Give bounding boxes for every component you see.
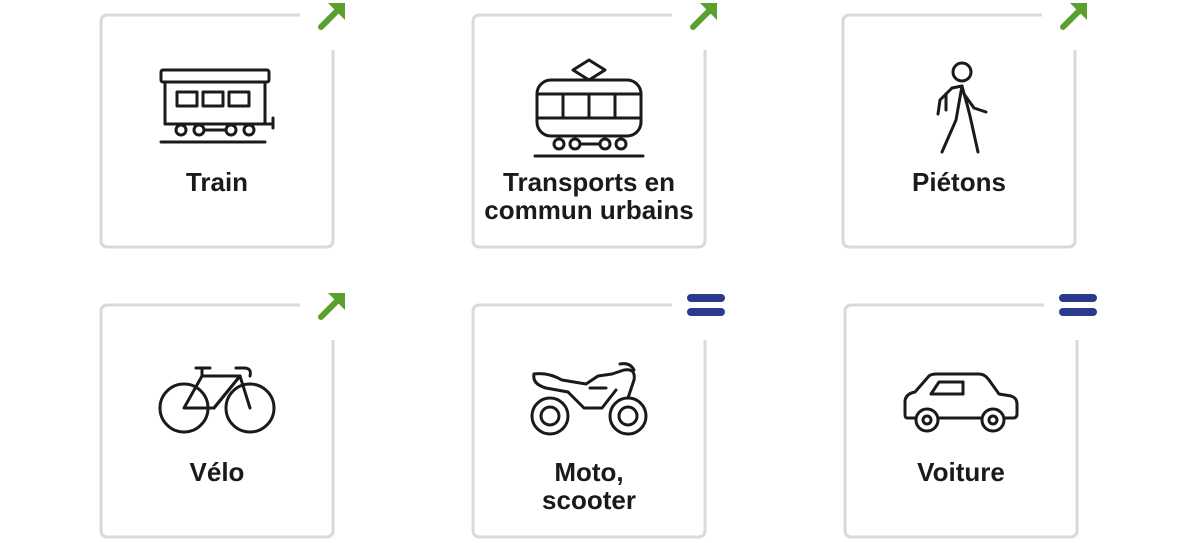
trend-equal-icon (687, 294, 725, 316)
card-motorcycle: Moto, scooter (471, 303, 707, 539)
card-label: Piétons (912, 167, 1006, 197)
trend-up-arrow-icon (690, 3, 717, 30)
card-frame (843, 303, 1079, 539)
card-label: Train (185, 167, 249, 197)
train-icon (100, 66, 334, 150)
card-label: Voiture (917, 457, 1005, 487)
card-bicycle: Vélo (99, 303, 335, 539)
trend-up-arrow-icon (318, 293, 345, 320)
trend-equal-icon (1059, 294, 1097, 316)
trend-up-arrow-icon (1060, 3, 1087, 30)
card-train: Train (99, 13, 335, 249)
car-icon (844, 370, 1078, 436)
bicycle-icon (100, 364, 334, 436)
card-pedestrians: Piétons (841, 13, 1077, 249)
card-frame (841, 13, 1077, 249)
card-car: Voiture (843, 303, 1079, 539)
card-frame (471, 303, 707, 539)
card-label: Vélo (189, 457, 245, 487)
motorcycle-icon (472, 360, 706, 440)
card-label: Moto, scooter (542, 457, 636, 515)
card-label: Transports en commun urbains (484, 167, 694, 225)
card-frame (99, 303, 335, 539)
card-tram: Transports en commun urbains (471, 13, 707, 249)
card-frame (471, 13, 707, 249)
tram-icon (472, 56, 706, 160)
trend-up-arrow-icon (318, 3, 345, 30)
card-frame (99, 13, 335, 249)
pedestrian-icon (842, 60, 1076, 156)
